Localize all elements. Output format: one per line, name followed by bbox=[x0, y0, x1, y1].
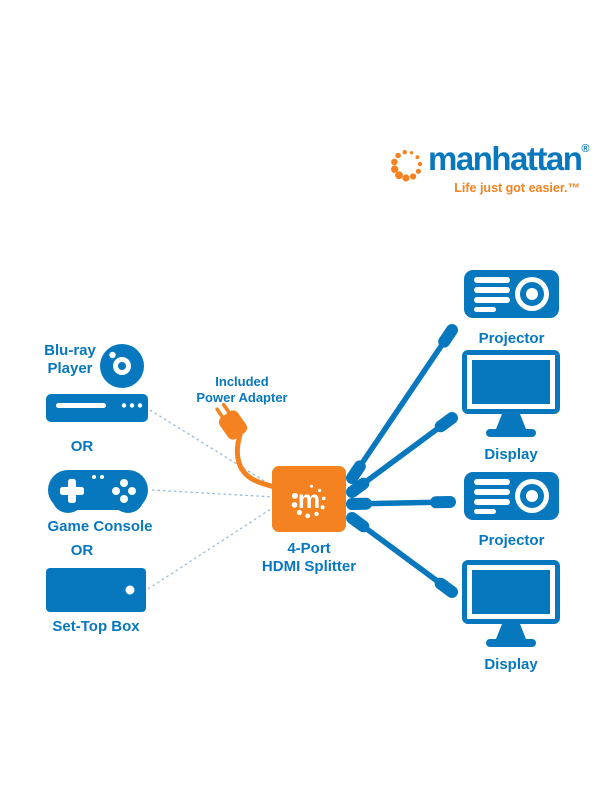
display-label-2: Display bbox=[484, 656, 538, 673]
dotted-line-bluray bbox=[149, 409, 275, 488]
game-console-icon bbox=[48, 470, 148, 513]
settop-box-label: Set-Top Box bbox=[52, 618, 140, 635]
settop-box-icon bbox=[46, 568, 146, 612]
hdmi-cable-3 bbox=[346, 496, 456, 510]
display-icon-2 bbox=[462, 560, 560, 647]
display-label-1: Display bbox=[484, 446, 538, 463]
hdmi-cable-4 bbox=[346, 512, 458, 598]
or-label-2: OR bbox=[70, 542, 94, 559]
projector-icon-2 bbox=[464, 472, 559, 520]
display-icon-1 bbox=[462, 350, 560, 437]
brand-wordmark: manhattan® bbox=[428, 142, 589, 175]
power-cable bbox=[234, 432, 277, 490]
projector-label-1: Projector bbox=[478, 330, 545, 347]
power-adapter-label: Included Power Adapter bbox=[196, 374, 288, 405]
source-dotted-lines bbox=[147, 409, 275, 590]
brand-text: manhattan bbox=[428, 140, 583, 177]
hdmi-cables bbox=[346, 324, 458, 598]
splitter-m-letter: m bbox=[298, 486, 320, 514]
hdmi-cable-2 bbox=[346, 412, 458, 498]
registered-mark: ® bbox=[581, 143, 590, 155]
bluray-disc-icon bbox=[100, 344, 144, 388]
brand-tagline: Life just got easier.™ bbox=[454, 181, 580, 195]
or-label-1: OR bbox=[70, 438, 94, 455]
manhattan-dots-icon bbox=[391, 150, 423, 182]
splitter-label: 4-Port HDMI Splitter bbox=[261, 540, 357, 576]
game-console-label: Game Console bbox=[47, 518, 153, 535]
projector-label-2: Projector bbox=[478, 532, 545, 549]
hdmi-splitter-box: m bbox=[272, 466, 346, 532]
dotted-line-console bbox=[151, 489, 275, 498]
bluray-player-icon bbox=[46, 394, 148, 422]
hdmi-cable-1 bbox=[346, 324, 458, 484]
power-adapter-icon bbox=[215, 402, 277, 490]
splitter-m-logo-icon: m bbox=[291, 484, 326, 519]
projector-icon-1 bbox=[464, 270, 559, 318]
bluray-label: Blu-ray Player bbox=[44, 342, 96, 378]
